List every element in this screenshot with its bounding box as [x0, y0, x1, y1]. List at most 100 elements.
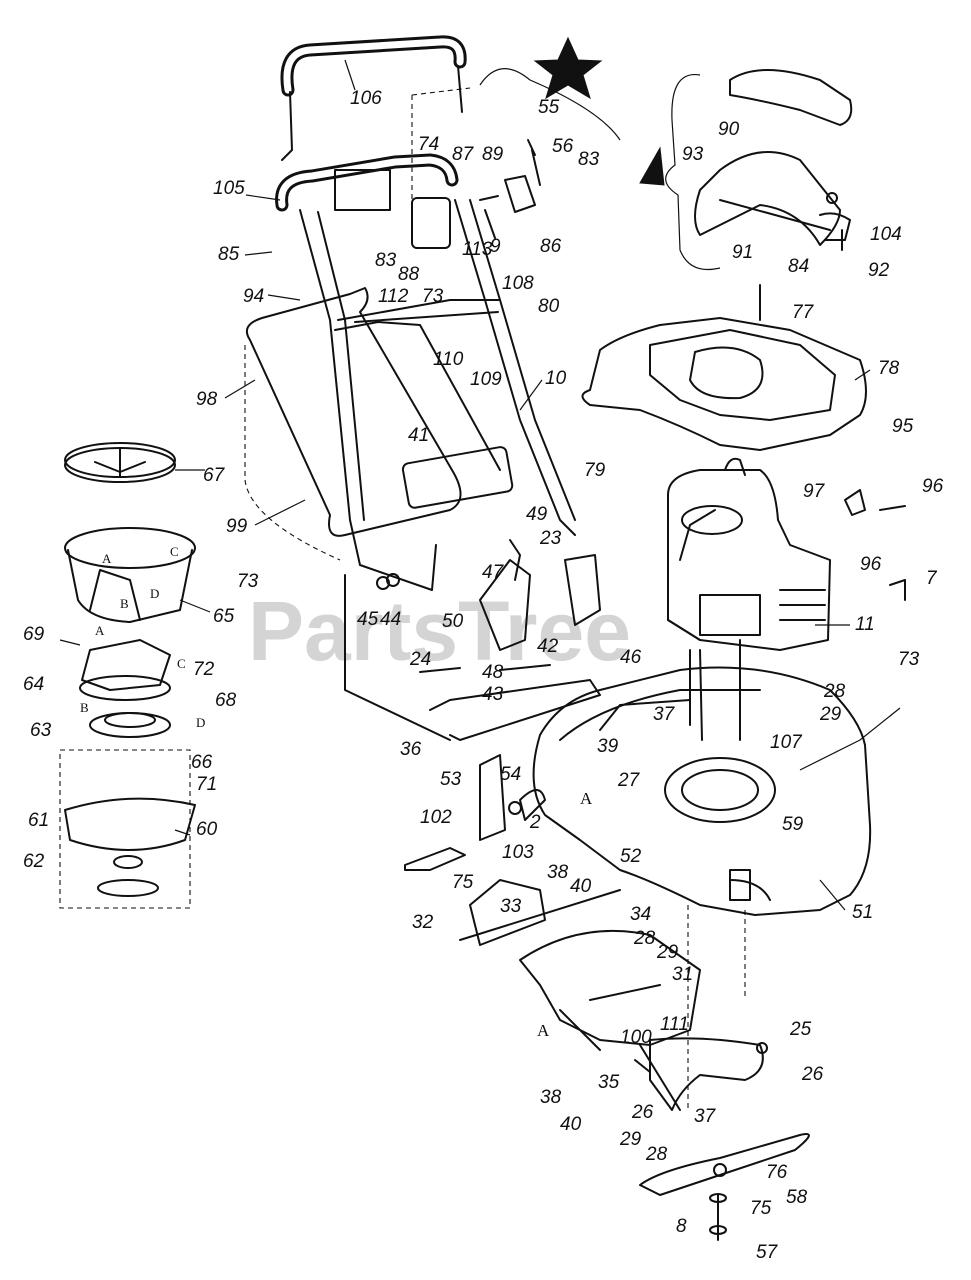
- callout-77: 77: [792, 302, 815, 323]
- callout-93: 93: [682, 144, 704, 165]
- callout-88: 88: [398, 264, 420, 285]
- letter-c-2: C: [177, 656, 186, 671]
- callout-84: 84: [788, 256, 809, 277]
- callout-9: 9: [490, 236, 501, 257]
- lower-baffle: [634, 1037, 768, 1111]
- callout-37b: 37: [694, 1106, 717, 1127]
- callout-61: 61: [28, 810, 49, 831]
- leader-lines: [59, 59, 871, 911]
- upper-handle: [280, 35, 467, 161]
- callout-44: 44: [380, 609, 401, 630]
- callout-labels: 106 55 74 87 89 56 83 105 85 83 88 113 9…: [23, 88, 944, 1263]
- callout-89: 89: [482, 144, 504, 165]
- letter-d-1: D: [150, 586, 159, 601]
- callout-53: 53: [440, 769, 462, 790]
- callout-74: 74: [418, 134, 439, 155]
- callout-39: 39: [597, 736, 619, 757]
- callout-38a: 38: [547, 862, 569, 883]
- callout-80: 80: [538, 296, 560, 317]
- bagger-adapter: [59, 442, 196, 909]
- callout-29a: 29: [819, 704, 842, 725]
- callout-94: 94: [243, 286, 264, 307]
- callout-113: 113: [462, 239, 493, 260]
- callout-64: 64: [23, 674, 44, 695]
- callout-47: 47: [482, 562, 505, 583]
- callout-59: 59: [782, 814, 804, 835]
- callout-102: 102: [420, 807, 452, 828]
- callout-112: 112: [378, 286, 409, 307]
- callout-56: 56: [552, 136, 574, 157]
- callout-63: 63: [30, 720, 52, 741]
- control-cluster: [411, 68, 621, 249]
- callout-106: 106: [350, 88, 382, 109]
- letter-markers: A B C D A C B D A A: [80, 544, 593, 1040]
- callout-38b: 38: [540, 1087, 562, 1108]
- callout-25: 25: [789, 1019, 812, 1040]
- blade: [639, 1133, 810, 1241]
- callout-66: 66: [191, 752, 213, 773]
- callout-41: 41: [408, 425, 429, 446]
- callout-28c: 28: [645, 1144, 668, 1165]
- callout-31: 31: [672, 964, 693, 985]
- watermark-text: PartsTree: [248, 584, 631, 678]
- letter-b-2: B: [80, 700, 89, 715]
- callout-68: 68: [215, 690, 237, 711]
- callout-111: 111: [660, 1014, 689, 1035]
- callout-28a: 28: [823, 681, 846, 702]
- callout-105: 105: [213, 178, 245, 199]
- callout-11: 11: [855, 614, 875, 635]
- callout-26a: 26: [801, 1064, 824, 1085]
- callout-8: 8: [676, 1216, 687, 1237]
- callout-35: 35: [598, 1072, 620, 1093]
- callout-36: 36: [400, 739, 422, 760]
- mower-deck: [532, 639, 901, 1110]
- callout-75a: 75: [452, 872, 474, 893]
- callout-54: 54: [500, 764, 521, 785]
- letter-d-2: D: [196, 715, 205, 730]
- height-adjuster: [404, 754, 546, 871]
- callout-104: 104: [870, 224, 902, 245]
- callout-43: 43: [482, 684, 504, 705]
- callout-49: 49: [526, 504, 548, 525]
- callout-7: 7: [926, 568, 938, 589]
- callout-29b: 29: [656, 942, 679, 963]
- callout-90: 90: [718, 119, 740, 140]
- callout-95: 95: [892, 416, 914, 437]
- callout-37a: 37: [653, 704, 676, 725]
- callout-109: 109: [470, 369, 502, 390]
- engine: [667, 457, 906, 651]
- callout-86: 86: [540, 236, 562, 257]
- callout-24: 24: [409, 649, 431, 670]
- callout-83a: 83: [578, 149, 600, 170]
- callout-60: 60: [196, 819, 218, 840]
- rear-door: [459, 879, 701, 1051]
- callout-34: 34: [630, 904, 651, 925]
- callout-110: 110: [433, 349, 464, 370]
- callout-87: 87: [452, 144, 475, 165]
- callout-73a: 73: [422, 286, 444, 307]
- callout-28b: 28: [633, 928, 656, 949]
- letter-b-1: B: [120, 596, 129, 611]
- callout-46: 46: [620, 647, 642, 668]
- callout-103: 103: [502, 842, 534, 863]
- mid-brackets: [344, 539, 601, 741]
- callout-69: 69: [23, 624, 45, 645]
- callout-51: 51: [852, 902, 873, 923]
- callout-73b: 73: [898, 649, 920, 670]
- callout-73c: 73: [237, 571, 259, 592]
- callout-98: 98: [196, 389, 218, 410]
- engine-shroud: [581, 284, 867, 451]
- letter-a-3: A: [580, 789, 593, 808]
- callout-40a: 40: [570, 876, 592, 897]
- callout-29c: 29: [619, 1129, 642, 1150]
- callout-50: 50: [442, 611, 464, 632]
- callout-10: 10: [545, 368, 567, 389]
- letter-a-4: A: [537, 1021, 550, 1040]
- callout-40b: 40: [560, 1114, 582, 1135]
- callout-99: 99: [226, 516, 248, 537]
- callout-78: 78: [878, 358, 900, 379]
- callout-108: 108: [502, 273, 534, 294]
- callout-62: 62: [23, 851, 45, 872]
- callout-48: 48: [482, 662, 504, 683]
- callout-83b: 83: [375, 250, 397, 271]
